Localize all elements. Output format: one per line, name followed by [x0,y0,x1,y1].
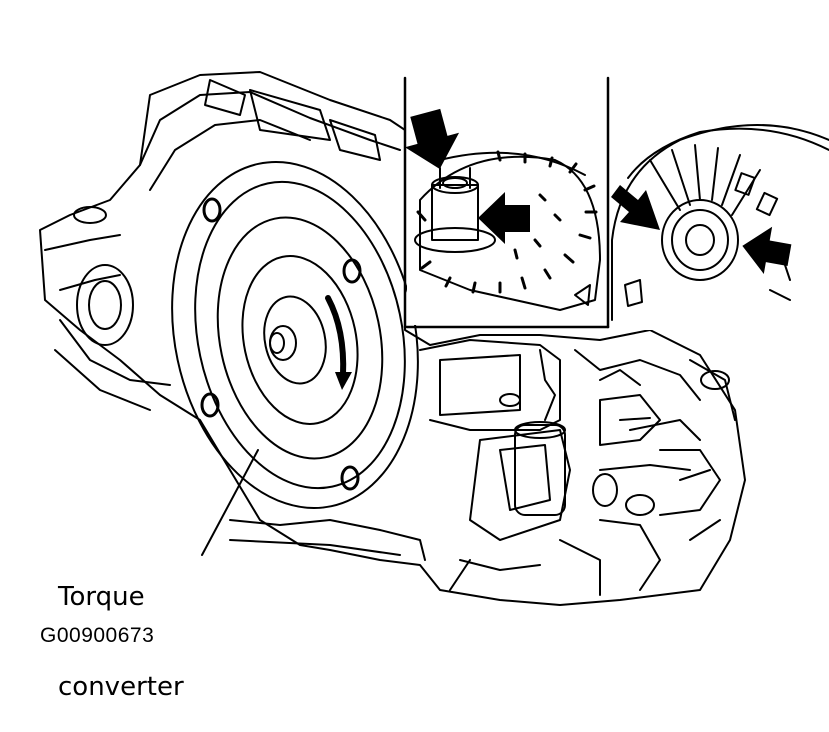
inset-hub-detail [414,150,601,311]
callout-line-1: Torque [58,582,145,612]
arrow-icon [611,185,660,230]
arrow-icon [742,226,792,274]
figure-id: G00900673 [40,624,155,647]
arrow-icon [404,108,460,169]
torque-converter-label: Torque converter [58,522,184,732]
inset-face-detail [611,124,829,321]
transmission-housing [39,71,746,606]
inset-frame [403,76,610,329]
arrow-icon [478,192,530,244]
torque-converter-disc [171,161,419,509]
callout-line-2: converter [58,672,184,702]
